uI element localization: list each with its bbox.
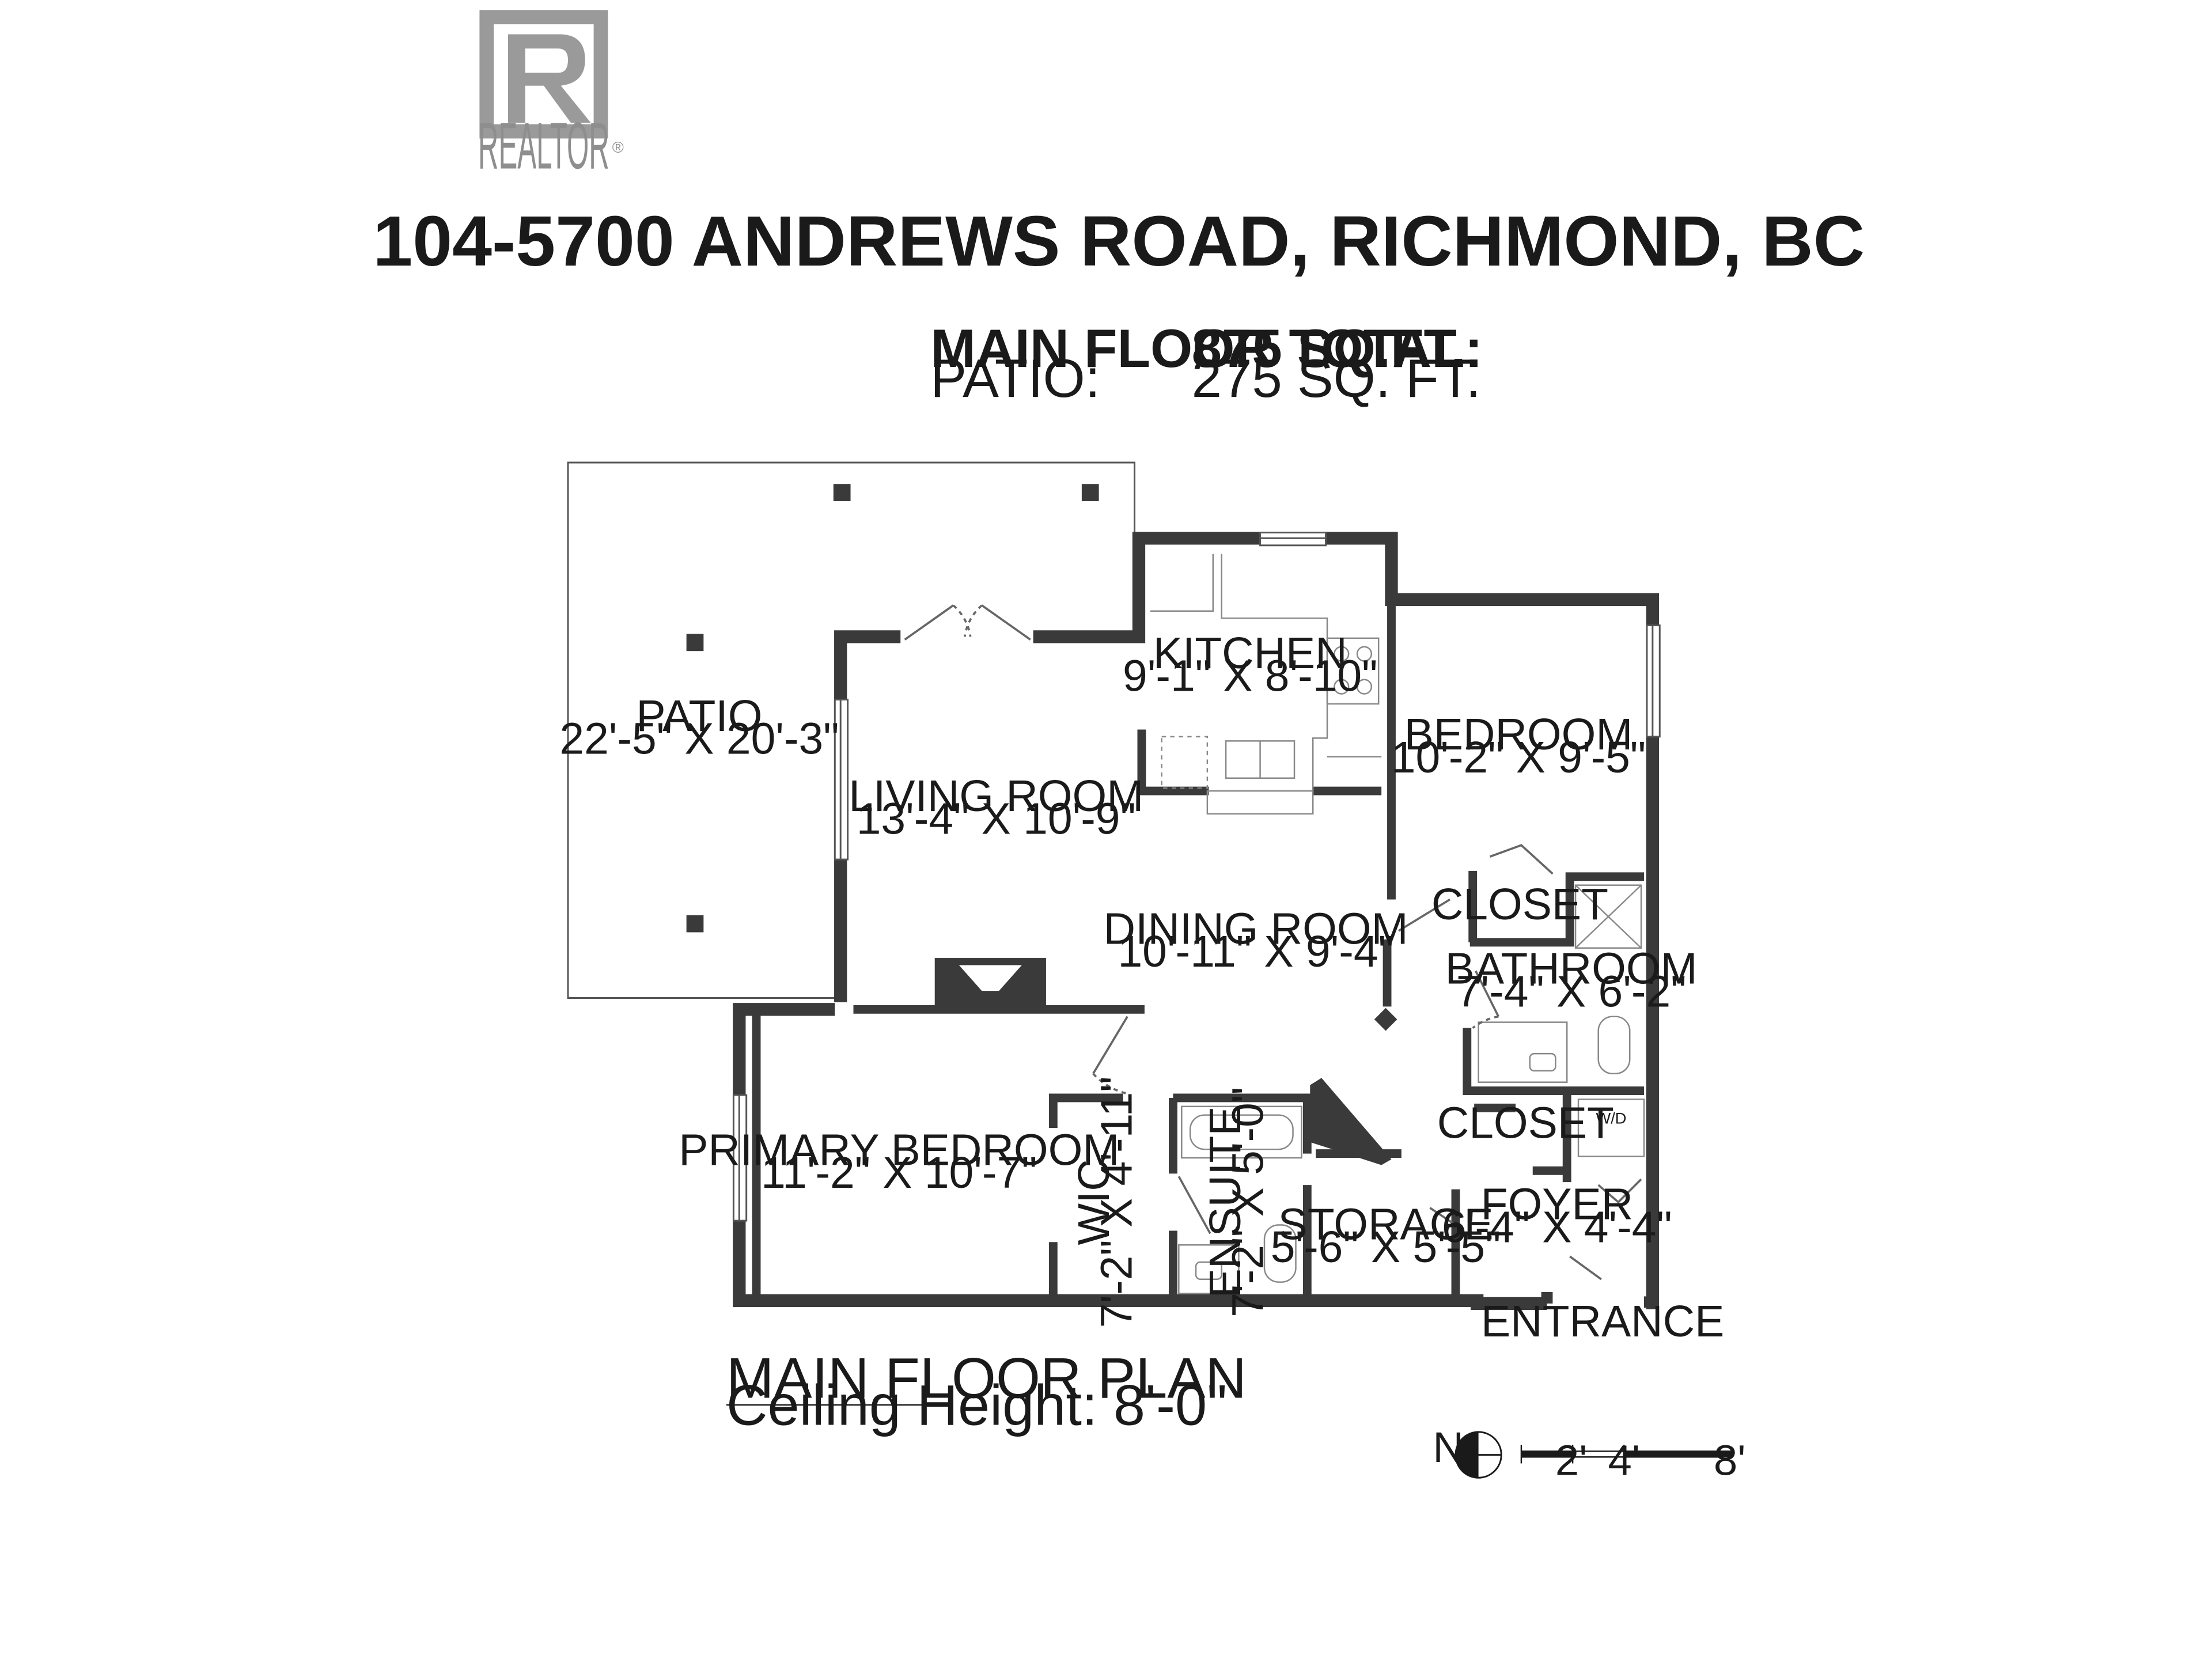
entrance-label: ENTRANCE xyxy=(1481,1297,1724,1346)
area-label-main: MAIN FLOOR TOTAL: xyxy=(930,318,1483,378)
living-room-dims: 13'-4" X 10'-9" xyxy=(857,794,1136,843)
patio-column xyxy=(1081,484,1099,501)
bathtub-icon xyxy=(1181,1105,1302,1159)
doors xyxy=(904,604,1642,1281)
ensuite-name: ENSUITE xyxy=(1200,1106,1250,1298)
patio-column xyxy=(833,484,851,501)
ensuite-toilet-icon xyxy=(1263,1224,1297,1283)
plan-title-block: MAIN FLOOR PLAN Ceiling Height: 8'-0" xyxy=(726,1346,1247,1438)
scale-label-8: 8' xyxy=(1714,1436,1746,1484)
room-labels: PATIO 22'-5" X 20'-3" KITCHEN 9'-1" X 8'… xyxy=(559,628,1724,1346)
kitchen-fixtures xyxy=(1150,554,1382,815)
bathroom-name: BATHROOM xyxy=(1445,944,1698,994)
realtor-logo-r xyxy=(507,34,591,123)
ceiling-height: Ceiling Height: 8'-0" xyxy=(726,1374,1227,1438)
living-room-name: LIVING ROOM xyxy=(849,771,1143,821)
door-markers xyxy=(1374,1007,1658,1308)
wic-dims: 7'-2" X 4'-11" xyxy=(1092,1076,1142,1328)
storage-dims: 5'-6" X 5'-5" xyxy=(1271,1222,1501,1272)
kitchen-name: KITCHEN xyxy=(1153,628,1347,678)
bedroom-name: BEDROOM xyxy=(1404,710,1633,759)
area-label-patio: PATIO: xyxy=(930,348,1100,408)
closet-lower-name: CLOSET xyxy=(1437,1098,1614,1147)
area-value-main: 875 SQ.FT. xyxy=(1192,318,1466,378)
address-title: 104-5700 ANDREWS ROAD, RICHMOND, BC xyxy=(373,202,1865,281)
bath-fixtures xyxy=(1178,884,1645,1294)
foyer-dims: 6'-4" X 4'-4" xyxy=(1442,1202,1672,1252)
plan-title: MAIN FLOOR PLAN xyxy=(726,1346,1247,1410)
area-value-patio: 275 SQ. FT. xyxy=(1192,348,1481,408)
storage-name: STORAGE xyxy=(1278,1199,1494,1249)
ensuite-dims: 7'-2" X 5'-0" xyxy=(1224,1087,1273,1317)
foyer-name: FOYER xyxy=(1481,1180,1634,1229)
ensuite-vanity-icon xyxy=(1178,1244,1240,1294)
scale-label-4: 4' xyxy=(1608,1436,1641,1484)
realtor-logo: REALTOR ® xyxy=(478,10,624,183)
patio-dims: 22'-5" X 20'-3" xyxy=(559,714,839,764)
windows xyxy=(732,531,1661,1222)
washer-dryer-label: W/D xyxy=(1596,1109,1627,1127)
north-arrow-icon: N xyxy=(1433,1423,1502,1479)
closet-upper-name: CLOSET xyxy=(1431,880,1608,929)
storage-angled-wall xyxy=(1310,1078,1392,1165)
patio-column xyxy=(686,915,704,933)
dining-room-dims: 10'-11" X 9'-4" xyxy=(1118,927,1393,976)
stove-icon xyxy=(1326,637,1380,705)
kitchen-dims: 9'-1" X 8'-10" xyxy=(1123,652,1377,701)
patio-column xyxy=(686,634,704,652)
scale-bar: 2' 4' 8' xyxy=(1520,1436,1746,1484)
registered-mark: ® xyxy=(612,138,624,156)
bedroom-dims: 10'-2" X 9'-5" xyxy=(1391,733,1646,782)
realtor-wordmark: REALTOR xyxy=(478,109,609,183)
patio xyxy=(567,461,1136,999)
primary-bedroom-name: PRIMARY BEDROOM xyxy=(679,1125,1119,1175)
patio-name: PATIO xyxy=(636,691,762,741)
scale-label-2: 2' xyxy=(1555,1436,1588,1484)
dining-room-name: DINING ROOM xyxy=(1104,904,1408,953)
vanity-icon xyxy=(1478,1021,1568,1083)
area-summary: MAIN FLOOR TOTAL: 875 SQ.FT. PATIO: 275 … xyxy=(930,318,1483,408)
bathroom-dims: 7'-4" X 6'-2" xyxy=(1456,967,1687,1016)
wic-name: WIC xyxy=(1069,1159,1119,1245)
fireplace xyxy=(934,958,1046,1010)
toilet-icon xyxy=(1597,1016,1631,1075)
shower-icon xyxy=(1574,884,1642,949)
interior-walls xyxy=(752,599,1644,1304)
primary-bedroom-dims: 11'-2" X 10'-7" xyxy=(761,1148,1037,1198)
